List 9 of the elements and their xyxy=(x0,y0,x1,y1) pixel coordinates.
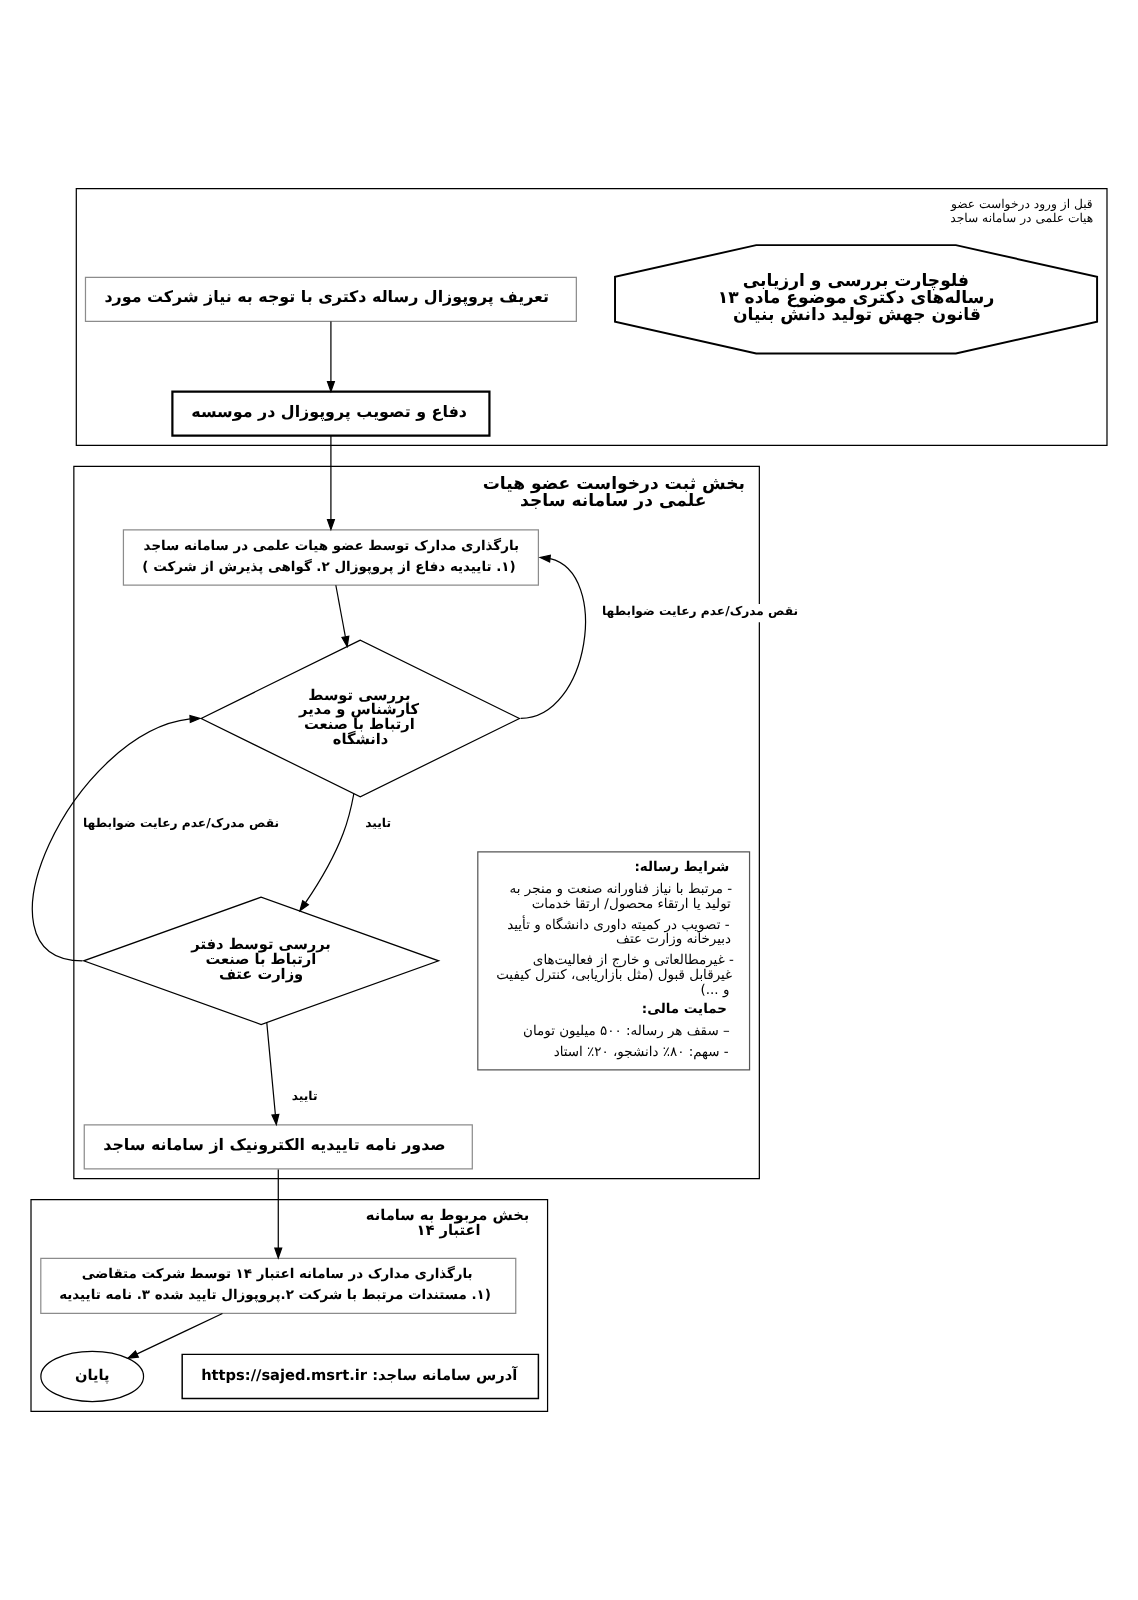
arrow xyxy=(274,1168,283,1260)
arrow xyxy=(326,435,336,532)
arrow xyxy=(326,321,336,394)
arrow xyxy=(335,584,350,649)
arrow xyxy=(266,1022,280,1127)
arrow xyxy=(32,714,202,962)
arrow xyxy=(520,554,587,720)
arrow xyxy=(126,1312,224,1359)
arrow xyxy=(298,793,355,913)
